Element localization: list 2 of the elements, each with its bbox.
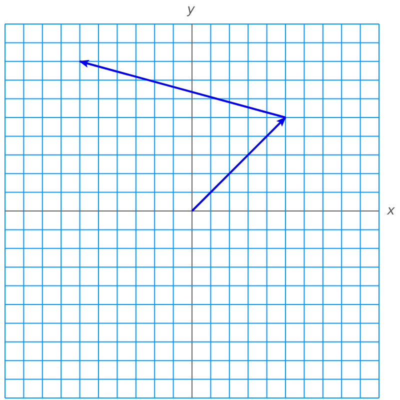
axis-label: y	[187, 4, 195, 16]
axis-label: x	[387, 204, 395, 218]
